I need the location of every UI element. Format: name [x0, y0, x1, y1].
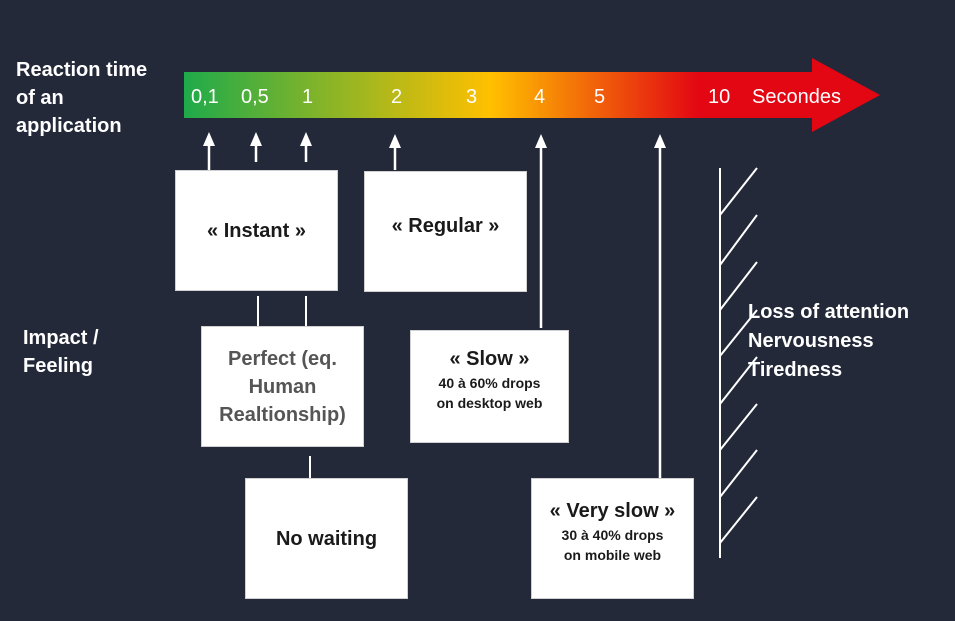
box-regular: « Regular »: [364, 171, 527, 292]
box-very-slow: « Very slow » 30 à 40% drops on mobile w…: [531, 478, 694, 599]
box-perfect: Perfect (eq. Human Realtionship): [201, 326, 364, 447]
tick-label: 3: [466, 86, 478, 108]
pointer-head-2: [389, 134, 401, 148]
box-instant: « Instant »: [175, 170, 338, 291]
pointer-head-4: [535, 134, 547, 148]
attention-wall: [719, 167, 758, 558]
attention-line: Nervousness: [748, 330, 874, 352]
impact-label-line: Impact /: [23, 327, 99, 349]
pointer-head-1: [300, 132, 312, 146]
pointer-head-5: [654, 134, 666, 148]
box-instant-title: « Instant »: [207, 219, 306, 242]
box-slow-sub: on desktop web: [436, 395, 543, 411]
pointer-head-0-5: [250, 132, 262, 146]
tick-label: 0,1: [191, 86, 219, 108]
tick-label: 5: [594, 86, 606, 108]
axis-label-line: of an: [16, 87, 64, 109]
box-perfect-line: Realtionship): [219, 403, 346, 426]
attention-line: Loss of attention: [748, 301, 910, 323]
box-slow-title: « Slow »: [449, 348, 530, 370]
pointer-head-0-1: [203, 132, 215, 146]
impact-label-line: Feeling: [23, 355, 94, 377]
timeline-arrow: [184, 58, 880, 132]
tick-label: 2: [391, 86, 403, 108]
connectors: [257, 296, 311, 478]
attention-line: Tiredness: [748, 359, 843, 381]
tick-label: 4: [534, 86, 546, 108]
box-perfect-line: Perfect (eq.: [228, 347, 337, 370]
box-very-slow-sub: 30 à 40% drops: [561, 527, 664, 543]
tick-label: 10: [708, 86, 731, 108]
box-perfect-line: Human: [248, 375, 317, 398]
tick-label-unit: Secondes: [752, 86, 841, 108]
pointer-arrows: [203, 132, 666, 478]
box-very-slow-sub: on mobile web: [563, 547, 662, 563]
axis-label-line: Reaction time: [16, 59, 148, 81]
axis-label: Reaction time of an application: [16, 56, 147, 140]
tick-label: 0,5: [241, 86, 269, 108]
impact-label: Impact / Feeling: [23, 324, 99, 380]
tick-label: 1: [302, 86, 314, 108]
box-no-waiting-title: No waiting: [275, 527, 378, 550]
box-regular-title: « Regular »: [391, 215, 500, 237]
box-very-slow-title: « Very slow »: [549, 500, 676, 522]
attention-text: Loss of attention Nervousness Tiredness: [748, 298, 909, 385]
box-no-waiting: No waiting: [245, 478, 408, 599]
box-slow: « Slow » 40 à 60% drops on desktop web: [410, 330, 569, 443]
box-slow-sub: 40 à 60% drops: [438, 375, 541, 391]
axis-label-line: application: [16, 115, 122, 137]
